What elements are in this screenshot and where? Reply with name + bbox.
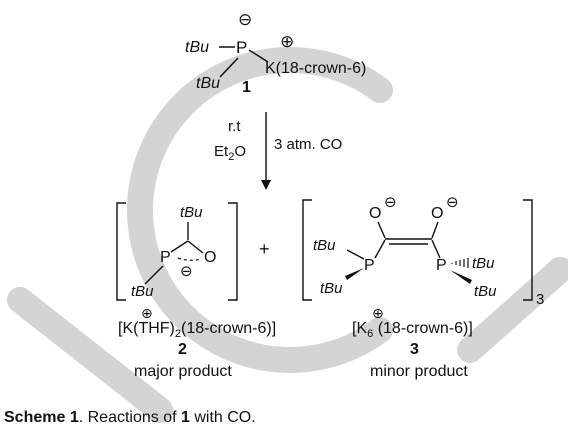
- product3-bracket-left: [302, 199, 312, 301]
- reactant-potassium-crown: K(18-crown-6): [265, 60, 366, 77]
- product3-bracket-right: [523, 199, 533, 301]
- plus-sign: +: [259, 239, 270, 259]
- watermark-diagonal: [7, 287, 173, 423]
- product3-minus-right: ⊖: [446, 194, 459, 211]
- product2-bond-p-tbu-lower: [144, 265, 164, 285]
- reactant-minus-charge: ⊖: [238, 10, 252, 29]
- caption-suffix: with CO.: [189, 409, 256, 426]
- product2-counter-plus: ⊕: [141, 305, 153, 321]
- watermark-arc: [127, 47, 393, 373]
- counter3-open: [K: [352, 320, 367, 337]
- reaction-arrow-group: r.t Et2O 3 atm. CO: [214, 112, 342, 190]
- reactant-number: 1: [242, 79, 251, 96]
- product2-label: major product: [134, 363, 232, 380]
- counter2-mid: (THF): [133, 320, 175, 337]
- product3-label: minor product: [370, 363, 468, 380]
- product3-minus-left: ⊖: [384, 194, 397, 211]
- product3-hash-bond-right: [451, 258, 469, 268]
- product3-bond-c2-p: [431, 239, 441, 259]
- product3-wedge-left: [345, 268, 364, 280]
- product2-delocalized-bond: [177, 257, 202, 261]
- reactant-bond-p-tbu-lower: [219, 57, 239, 78]
- solvent-base: Et: [214, 143, 229, 160]
- product3-counter-plus: ⊕: [372, 305, 384, 321]
- product3-counter-ion: [K6 (18-crown-6)]: [352, 320, 473, 340]
- counter3-tail: (18-crown-6)]: [373, 320, 473, 337]
- product-2: tBu P O ⊖ tBu [K(THF)2(18-crown-6)] ⊕ 2 …: [116, 202, 276, 380]
- product2-oxygen: O: [204, 249, 216, 266]
- counter2-sub: 2: [175, 328, 181, 340]
- reactant-phosphorus: P: [236, 38, 247, 57]
- solvent-tail: O: [234, 143, 246, 160]
- product2-bracket-left: [116, 202, 126, 301]
- caption-prefix: Scheme 1: [4, 409, 79, 426]
- product2-bond-p-c: [170, 240, 189, 253]
- product3-number: 3: [410, 341, 419, 358]
- reactant-tbu-upper: tBu: [185, 39, 209, 56]
- product3-tbu-right-lower: tBu: [474, 283, 497, 300]
- product2-phosphorus: P: [160, 249, 171, 266]
- product2-bracket-right: [228, 202, 238, 301]
- reactant-1: ⊖ tBu P ⊕ K(18-crown-6) tBu 1: [185, 10, 366, 96]
- reactant-tbu-lower: tBu: [196, 75, 220, 92]
- product3-wedge-right: [450, 270, 472, 284]
- watermark-diagonal-2: [457, 257, 568, 363]
- product3-bond-c1-p: [374, 239, 386, 259]
- product2-minus-charge: ⊖: [180, 263, 193, 280]
- counter2-open: [K: [118, 320, 133, 337]
- counter2-tail: (18-crown-6)]: [181, 320, 276, 337]
- product3-bond-pl-tbu-upper: [346, 249, 365, 260]
- scheme-caption: Scheme 1. Reactions of 1 with CO.: [4, 409, 256, 427]
- product3-tbu-left-lower: tBu: [320, 280, 343, 297]
- product2-number: 2: [178, 341, 187, 358]
- reactant-plus-charge: ⊕: [280, 32, 294, 51]
- condition-temperature: r.t: [228, 118, 241, 135]
- product3-bond-c1-o: [377, 221, 386, 239]
- caption-text: . Reactions of: [78, 409, 181, 426]
- product3-phosphorus-left: P: [364, 257, 375, 274]
- condition-reagent: 3 atm. CO: [274, 136, 342, 153]
- reaction-arrow-head: [261, 180, 271, 190]
- product3-oxygen-right: O: [431, 205, 443, 222]
- product3-bracket-subscript: 3: [536, 291, 544, 308]
- product3-tbu-right-upper: tBu: [472, 255, 495, 272]
- product-3: 3 O ⊖ O ⊖ P tBu tBu P tBu tBu [K: [302, 194, 544, 380]
- watermark: [7, 47, 568, 423]
- product3-phosphorus-right: P: [436, 257, 447, 274]
- condition-solvent: Et2O: [214, 143, 246, 163]
- product2-bond-c-o: [187, 240, 204, 254]
- counter3-sub: 6: [367, 328, 373, 340]
- product3-tbu-left-upper: tBu: [313, 237, 336, 254]
- product2-tbu-upper: tBu: [180, 204, 203, 221]
- caption-ref: 1: [181, 409, 190, 426]
- solvent-subscript: 2: [228, 151, 234, 163]
- product2-tbu-lower: tBu: [131, 283, 154, 300]
- product3-bond-c2-o: [431, 221, 439, 239]
- product2-counter-ion: [K(THF)2(18-crown-6)]: [118, 320, 276, 340]
- reactant-bond-p-k: [248, 49, 269, 63]
- product3-oxygen-left: O: [369, 205, 381, 222]
